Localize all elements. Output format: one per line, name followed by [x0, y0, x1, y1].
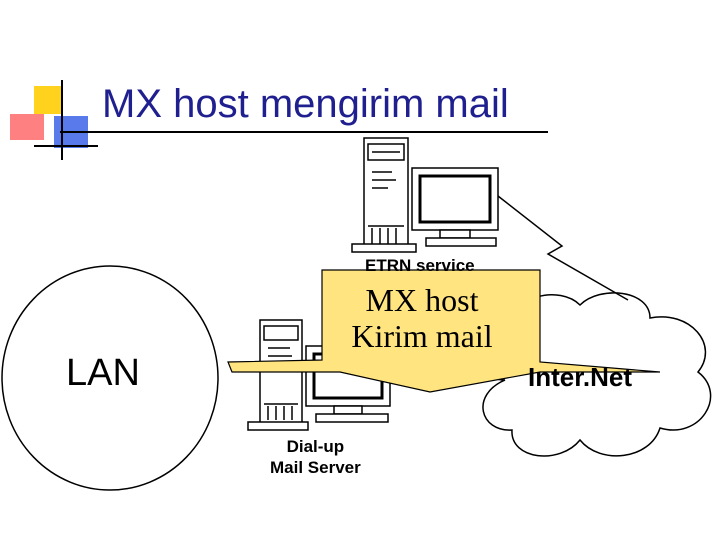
etrn-service-label: ETRN service — [365, 256, 475, 275]
callout-line1: MX host — [365, 282, 479, 318]
lan-label: LAN — [66, 352, 140, 394]
dialup-label-line1: Dial-up — [286, 437, 345, 456]
dialup-label-line2: Mail Server — [270, 458, 361, 477]
mx-host-callout — [227, 269, 661, 393]
title-divider — [60, 131, 548, 133]
slide-title: MX host mengirim mail — [102, 82, 509, 126]
lan-circle — [1, 265, 219, 491]
internet-label: Inter.Net — [528, 362, 633, 392]
etrn-server-icon — [351, 137, 499, 253]
callout-text: MX host Kirim mail — [322, 282, 522, 354]
lightning-icon — [497, 195, 629, 301]
callout-line2: Kirim mail — [351, 318, 493, 354]
dialup-mail-server-label: Dial-up Mail Server — [270, 436, 361, 478]
